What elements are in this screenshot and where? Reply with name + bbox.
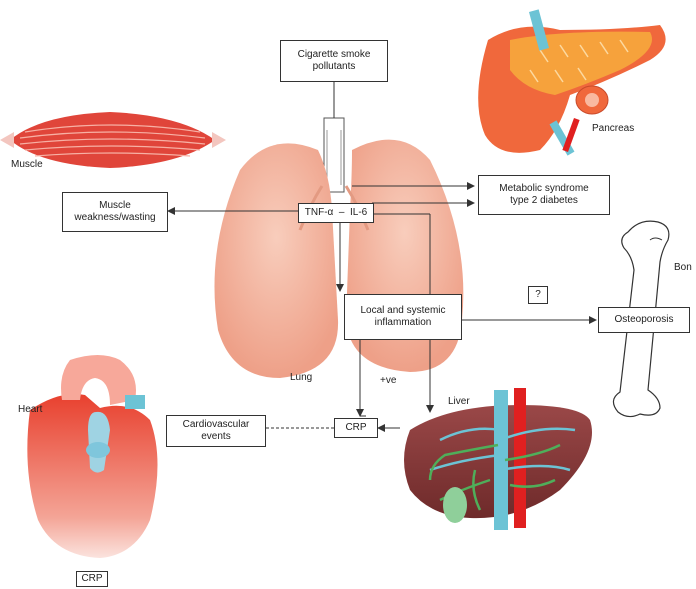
- cigarette-smoke-box: Cigarette smoke pollutants: [280, 40, 388, 82]
- dash-label: –: [339, 207, 345, 219]
- inflammation-box: Local and systemic inflammation: [344, 294, 462, 340]
- heart-illustration: [27, 355, 157, 558]
- tnf-alpha-label: TNF-α: [305, 207, 334, 219]
- question-box: ?: [528, 286, 548, 304]
- crp-box: CRP: [334, 418, 378, 438]
- liver-label: Liver: [448, 396, 470, 408]
- osteoporosis-box: Osteoporosis: [598, 307, 690, 333]
- liver-illustration: [404, 388, 592, 530]
- muscle-weakness-box: Muscle weakness/wasting: [62, 192, 168, 232]
- pancreas-illustration: [478, 9, 665, 155]
- plus-ve-label: +ve: [380, 375, 396, 387]
- heart-label: Heart: [18, 404, 42, 416]
- cardiovascular-events-box: Cardiovascular events: [166, 415, 266, 447]
- muscle-label: Muscle: [11, 159, 43, 171]
- cytokines-box: TNF-α – IL-6: [298, 203, 374, 223]
- lung-label: Lung: [290, 372, 312, 384]
- pancreas-label: Pancreas: [592, 123, 634, 135]
- metabolic-syndrome-box: Metabolic syndrome type 2 diabetes: [478, 175, 610, 215]
- il6-label: IL-6: [350, 207, 367, 219]
- bone-label: Bon: [674, 262, 692, 274]
- crp-bottom-box: CRP: [76, 571, 108, 587]
